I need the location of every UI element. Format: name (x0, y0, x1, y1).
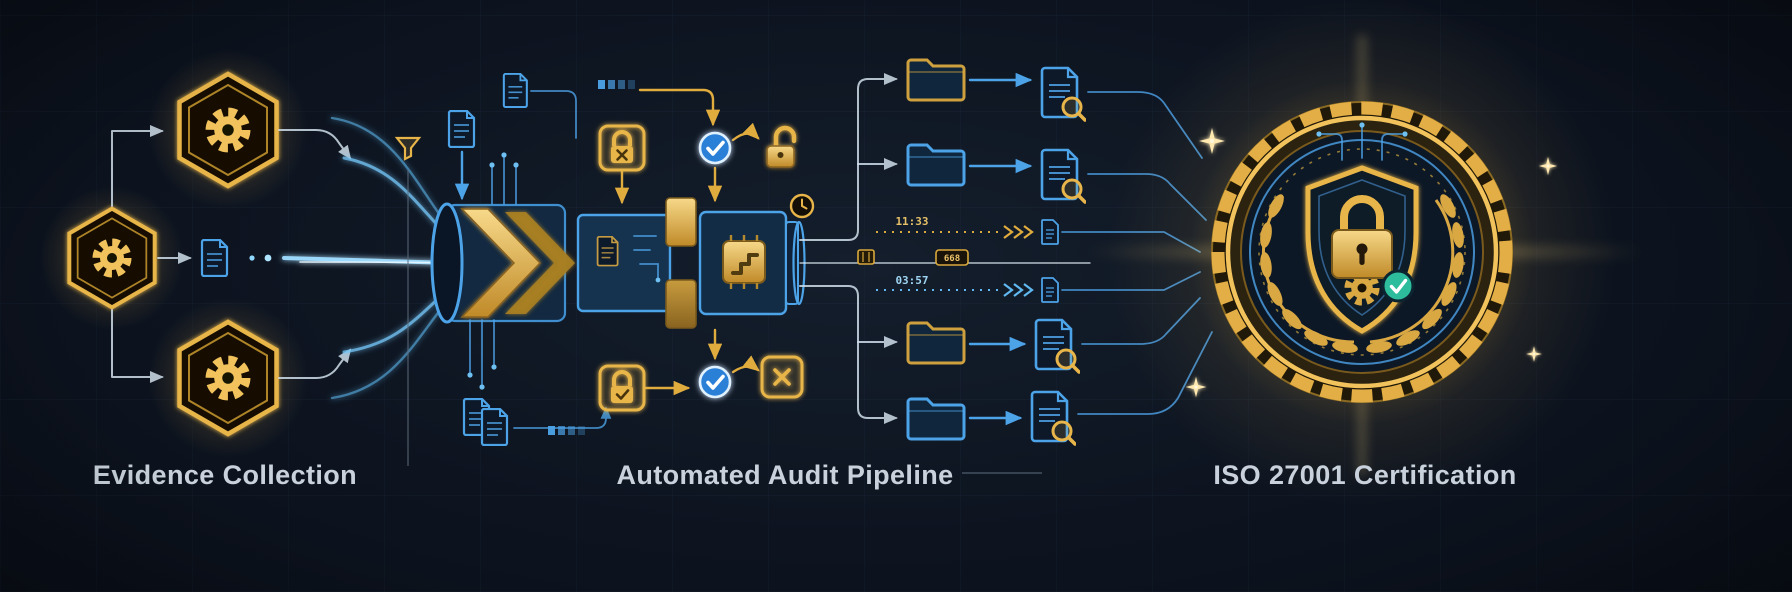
document-search-icon (1030, 390, 1076, 446)
caption-row: Evidence Collection Automated Audit Pipe… (93, 170, 1516, 490)
badge-check-icon (1381, 269, 1415, 303)
evidence-collection-section (40, 50, 352, 458)
document-icon (1041, 219, 1059, 245)
pipeline-coupler-top (665, 197, 697, 247)
circuit-node (479, 384, 485, 390)
chevron-flow-icon (1003, 225, 1034, 239)
check-circle-icon (698, 365, 732, 399)
circuit-trace (491, 90, 577, 205)
gold-route-line (638, 88, 721, 127)
circuit-node (501, 152, 507, 158)
document-search-icon (1040, 148, 1086, 204)
badge-dashed-ring (1258, 148, 1466, 356)
circuit-trace (469, 319, 495, 385)
pipeline-chevrons (460, 208, 575, 318)
pipeline-label: Automated Audit Pipeline (616, 460, 953, 490)
data-streams (282, 116, 454, 400)
document-icon (447, 110, 476, 148)
doc-feed-line (513, 406, 612, 429)
lock-icon (1331, 195, 1393, 302)
branch-line (799, 73, 898, 241)
pipeline-scan-module (576, 213, 672, 313)
folder-icon (906, 321, 966, 365)
timestamp-bottom: 03:57 (895, 274, 928, 287)
lock-check-badge (598, 364, 646, 412)
document-icon (596, 236, 619, 267)
document-icon (1041, 277, 1059, 303)
pipeline-bottom-accessories (462, 319, 804, 446)
check-circle-icon (698, 131, 732, 165)
cross-badge-icon (616, 149, 628, 161)
flow-dot (264, 254, 272, 262)
pipeline-intake-body (445, 203, 567, 323)
document-search-icon (1034, 318, 1080, 374)
document-icon (480, 408, 509, 446)
certification-label: ISO 27001 Certification (1213, 460, 1516, 490)
branch-line (799, 285, 898, 424)
circuit-node (655, 277, 661, 283)
pipeline-end-cap (785, 221, 799, 305)
circuit-node (467, 372, 473, 378)
folder-icon (906, 58, 966, 102)
pipeline-machine (394, 136, 806, 329)
timestamp-top: 11:33 (895, 215, 928, 228)
document-icon (200, 239, 229, 277)
clock-icon (789, 193, 815, 219)
chevron-flow-icon (1003, 283, 1034, 297)
counter-value: 668 (944, 254, 960, 264)
cross-badge-icon (760, 355, 804, 399)
chip-icon (722, 235, 766, 289)
document-search-icon (1040, 66, 1086, 122)
certification-badge (1085, 0, 1645, 507)
inline-chip-icon (857, 249, 875, 265)
folder-icon (906, 143, 966, 187)
flow-dot (249, 255, 255, 261)
circuit-node (513, 162, 519, 168)
pipeline-intake-ring (430, 202, 464, 324)
document-icon (502, 73, 528, 108)
gold-route-line (731, 122, 760, 142)
loading-segments-icon (598, 80, 635, 89)
laurel-icon (1260, 194, 1464, 353)
counter-pill: 668 (935, 249, 969, 266)
evidence-label: Evidence Collection (93, 460, 357, 490)
circuit-node (491, 364, 497, 370)
pipeline-top-accessories (447, 73, 815, 219)
check-icon (615, 389, 630, 400)
circuit-trace (633, 235, 659, 279)
lock-cross-badge (598, 124, 646, 172)
funnel-icon (394, 136, 422, 161)
gold-route-line (731, 355, 760, 374)
pipeline-coupler-bottom (665, 279, 697, 329)
circuit-node (489, 162, 495, 168)
loading-segments-icon (548, 426, 585, 435)
folder-icon (906, 397, 966, 441)
badge-circuit-traces (1316, 122, 1408, 161)
badge-scallop-ring (1211, 101, 1513, 403)
unlock-icon (766, 125, 797, 168)
evidence-connector-lines (111, 125, 352, 383)
